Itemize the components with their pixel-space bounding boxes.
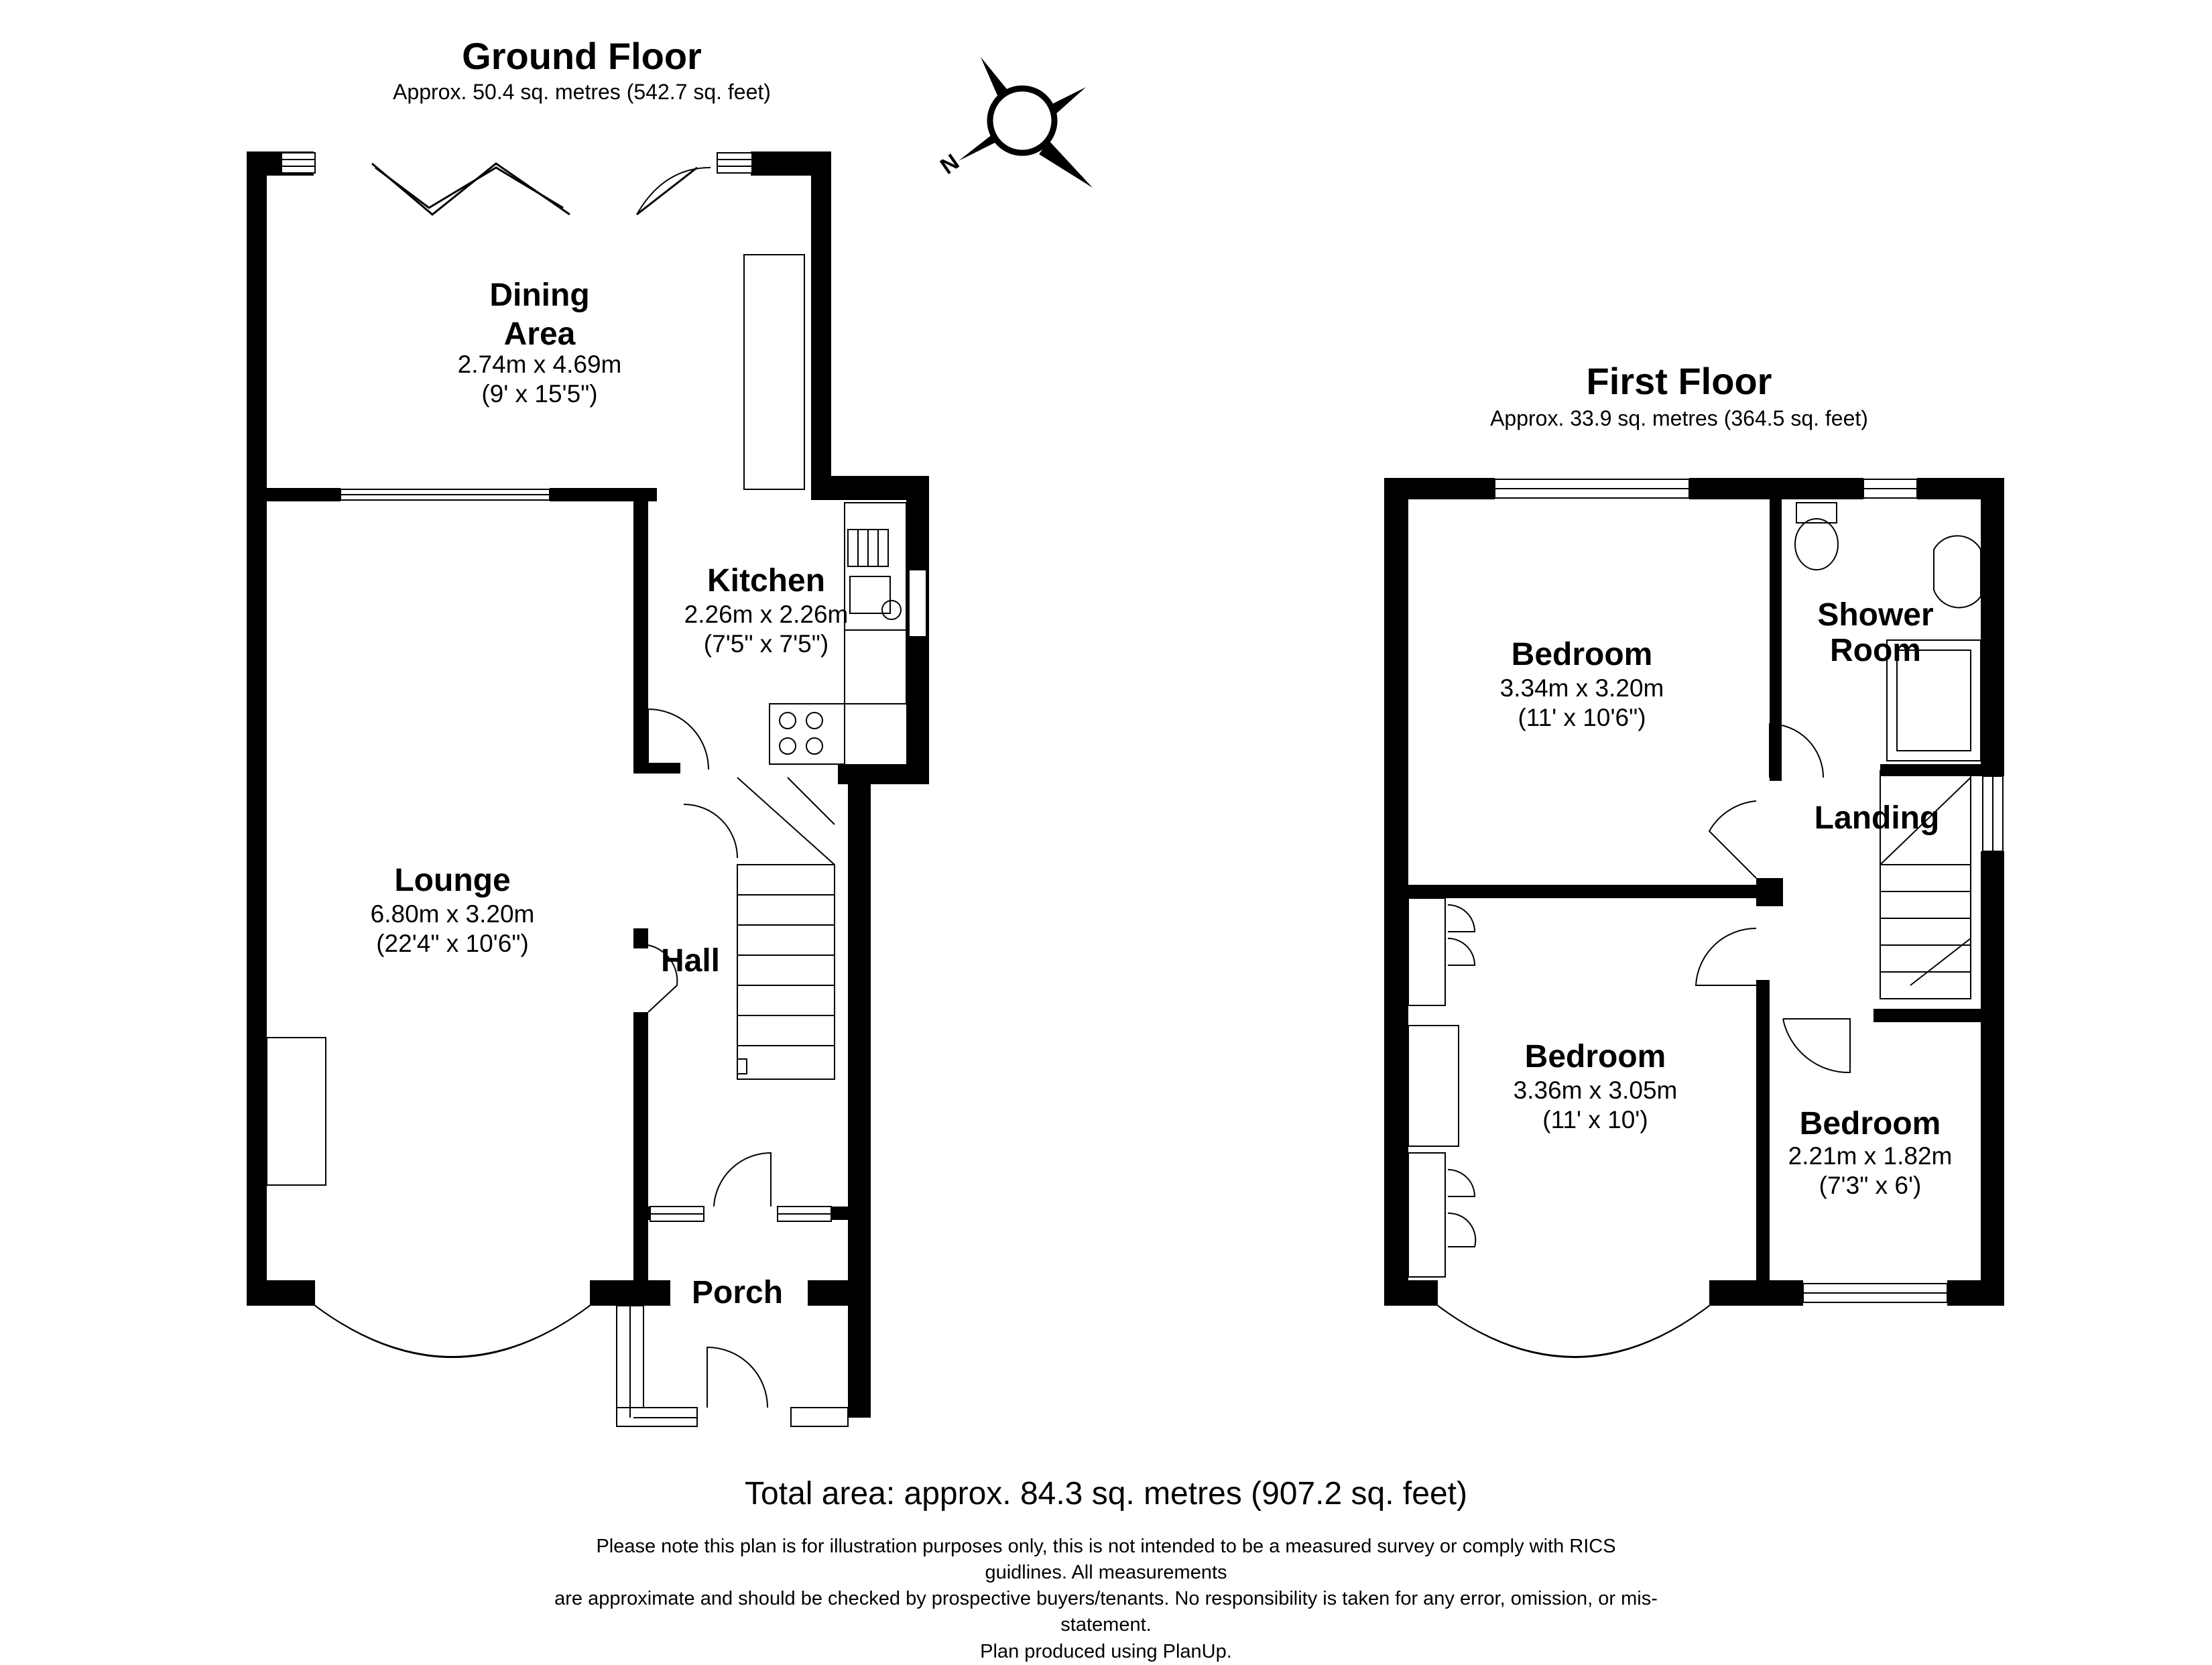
kitchen-dimensions: 2.26m x 2.26m (7'5" x 7'5") xyxy=(684,601,849,658)
first-floor-title: First Floor xyxy=(1586,360,1772,402)
kitchen-name: Kitchen xyxy=(706,563,826,599)
first-floor-doors xyxy=(1408,723,1851,1278)
bedroom-1-name: Bedroom xyxy=(1511,637,1653,672)
lounge-fixtures xyxy=(266,1037,597,1358)
first-floor-walls xyxy=(1384,478,2004,1306)
hall-name: Hall xyxy=(660,943,721,979)
bedroom-2-dimensions: 3.36m x 3.05m (11' x 10') xyxy=(1513,1076,1678,1134)
ground-floor-title: Ground Floor xyxy=(462,35,702,77)
bedroom-bay xyxy=(1430,1300,1717,1358)
shower-fittings xyxy=(1794,502,1981,761)
dining-area-dimensions: 2.74m x 4.69m (9' x 15'5") xyxy=(457,351,622,408)
first-floor-area: Approx. 33.9 sq. metres (364.5 sq. feet) xyxy=(1490,406,1868,430)
bedroom-3-name: Bedroom xyxy=(1799,1106,1941,1142)
first-floor-windows xyxy=(1494,479,2004,1303)
floor-plan-drawing xyxy=(247,57,2004,1427)
porch-name: Porch xyxy=(691,1275,784,1310)
bedroom-2-name: Bedroom xyxy=(1524,1039,1666,1074)
bedroom-1-dimensions: 3.34m x 3.20m (11' x 10'6") xyxy=(1499,674,1664,732)
staircase-ground xyxy=(683,777,835,1080)
kitchen-units xyxy=(743,254,907,765)
hall-doors xyxy=(648,708,772,1408)
dining-area-name: Dining Area xyxy=(489,278,590,352)
landing-name: Landing xyxy=(1814,800,1940,836)
ground-floor-windows xyxy=(281,152,927,1427)
ground-floor-area: Approx. 50.4 sq. metres (542.7 sq. feet) xyxy=(393,80,771,104)
shower-room-name: Shower Room xyxy=(1817,597,1934,668)
compass-icon xyxy=(959,57,1093,188)
bedroom-3-dimensions: 2.21m x 1.82m (7'3" x 6') xyxy=(1788,1142,1953,1200)
total-area: Total area: approx. 84.3 sq. metres (907… xyxy=(745,1476,1467,1512)
lounge-name: Lounge xyxy=(394,863,511,898)
dining-doors xyxy=(371,162,711,216)
staircase-first xyxy=(1880,770,1971,999)
lounge-dimensions: 6.80m x 3.20m (22'4" x 10'6") xyxy=(370,900,535,958)
disclaimer-note: Please note this plan is for illustratio… xyxy=(554,1536,1658,1662)
